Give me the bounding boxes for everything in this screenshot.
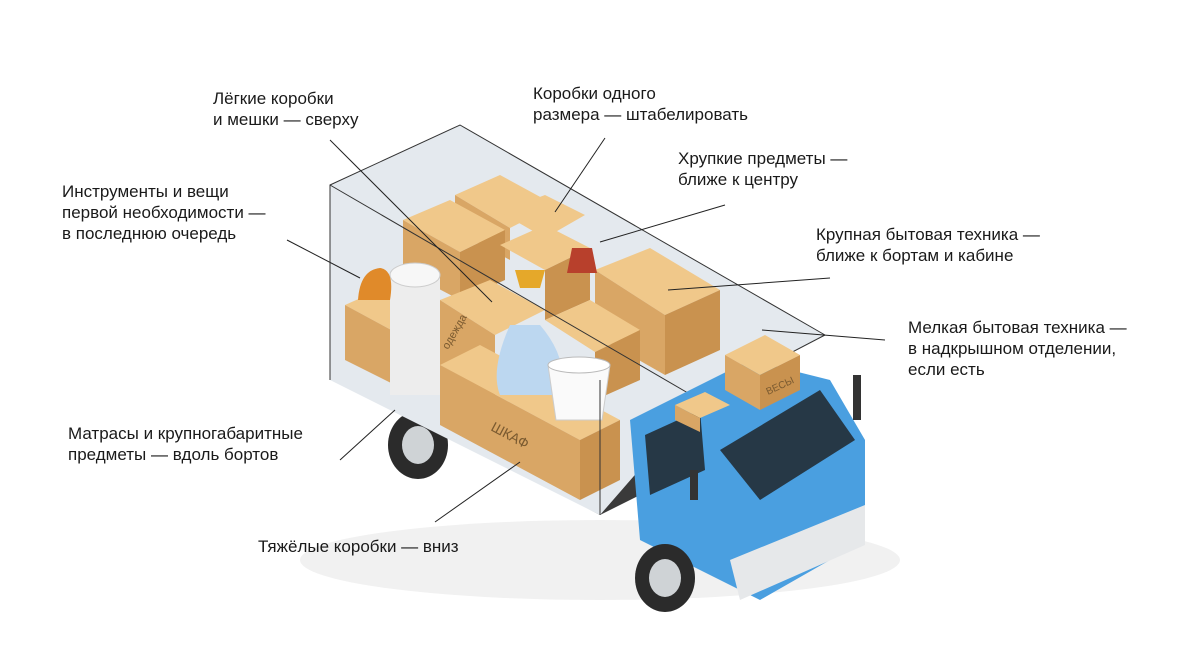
label-large-appliances: Крупная бытовая техника — ближе к бортам… <box>816 224 1040 266</box>
label-line: Коробки одного <box>533 84 656 103</box>
leader-same-size <box>554 137 606 213</box>
label-heavy-boxes: Тяжёлые коробки — вниз <box>258 536 459 557</box>
label-mattresses: Матрасы и крупногабаритные предметы — вд… <box>68 423 303 465</box>
wardrobe-box <box>440 365 580 500</box>
label-line: предметы — вдоль бортов <box>68 445 279 464</box>
label-tools: Инструменты и вещи первой необходимости … <box>62 181 266 244</box>
label-line: Крупная бытовая техника — <box>816 225 1040 244</box>
label-line: в последнюю очередь <box>62 224 237 243</box>
label-fragile: Хрупкие предметы — ближе к центру <box>678 148 847 190</box>
leader-heavy-boxes <box>434 461 521 523</box>
label-line: Матрасы и крупногабаритные <box>68 424 303 443</box>
roof-box <box>725 335 800 375</box>
label-same-size: Коробки одного размера — штабелировать <box>533 83 748 125</box>
label-small-appliances: Мелкая бытовая техника — в надкрышном от… <box>908 317 1127 380</box>
leader-light-boxes <box>329 139 493 303</box>
label-line: Инструменты и вещи <box>62 182 229 201</box>
leader-tools <box>286 239 361 279</box>
label-line: Лёгкие коробки <box>213 89 334 108</box>
label-line: Хрупкие предметы — <box>678 149 848 168</box>
trophy-icon <box>515 270 545 288</box>
leader-lines <box>286 137 886 523</box>
bucket-icon <box>547 356 611 421</box>
label-light-boxes: Лёгкие коробки и мешки — сверху <box>213 88 358 130</box>
leader-large-appliances <box>667 277 831 291</box>
sack-icon <box>496 325 563 395</box>
leader-mattresses <box>339 409 396 461</box>
front-wheel <box>635 544 695 612</box>
bumper <box>730 505 865 600</box>
large-appliance-box <box>595 248 720 315</box>
label-line: Мелкая бытовая техника — <box>908 318 1127 337</box>
leader-fragile <box>599 204 726 243</box>
leader-small-appliances <box>761 329 886 341</box>
bag-icon <box>358 268 392 300</box>
windshield <box>720 390 855 500</box>
label-line: Тяжёлые коробки — вниз <box>258 537 459 556</box>
label-line: размера — штабелировать <box>533 105 749 124</box>
label-line: если есть <box>908 360 985 379</box>
label-line: ближе к центру <box>678 170 799 189</box>
label-line: первой необходимости — <box>62 203 266 222</box>
label-line: в надкрышном отделении, <box>908 339 1117 358</box>
label-line: ближе к бортам и кабине <box>816 246 1014 265</box>
mirror <box>690 470 698 500</box>
vase-icon <box>567 248 597 273</box>
mattress-roll <box>389 262 441 395</box>
label-line: и мешки — сверху <box>213 110 359 129</box>
